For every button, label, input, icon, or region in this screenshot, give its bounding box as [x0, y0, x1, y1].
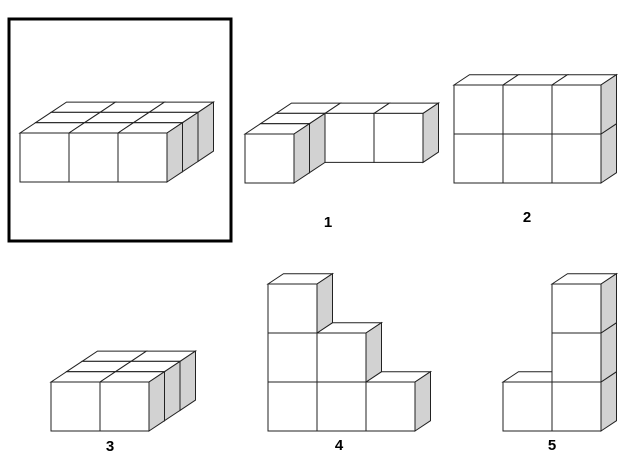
cube-side-face — [148, 370, 165, 432]
option-5-figure[interactable] — [501, 272, 619, 432]
option-4-figure[interactable] — [266, 272, 433, 432]
cube-side-face — [166, 121, 183, 183]
cube-front-face — [453, 133, 504, 184]
cube-front-face — [551, 332, 602, 383]
option-2-label: 2 — [523, 209, 531, 226]
cube-front-face — [551, 133, 602, 184]
cube-side-face — [197, 101, 214, 163]
cube-front-face — [68, 132, 119, 183]
option-3-figure[interactable] — [49, 350, 198, 432]
cube-front-face — [551, 283, 602, 334]
cube-side-face — [414, 370, 431, 432]
cube-side-face — [182, 111, 199, 173]
cube-side-face — [316, 272, 333, 334]
cube-front-face — [244, 133, 295, 184]
cube-side-face — [422, 102, 439, 164]
option-4-label: 4 — [335, 437, 344, 454]
option-1-label: 1 — [324, 214, 332, 231]
option-2-figure[interactable] — [452, 73, 619, 184]
option-5-label: 5 — [548, 437, 556, 454]
cube-front-face — [324, 112, 375, 163]
cube-front-face — [453, 84, 504, 135]
cube-side-face — [309, 112, 326, 174]
cube-front-face — [502, 381, 553, 432]
reference-frame — [7, 17, 233, 243]
cube-side-face — [365, 321, 382, 383]
cube-front-face — [373, 112, 424, 163]
cube-front-face — [551, 84, 602, 135]
cube-front-face — [267, 283, 318, 334]
cube-front-face — [267, 381, 318, 432]
cube-front-face — [99, 381, 150, 432]
reference-figure — [18, 101, 216, 183]
cube-side-face — [179, 350, 196, 412]
cube-side-face — [600, 272, 617, 334]
cube-front-face — [551, 381, 602, 432]
cube-front-face — [502, 133, 553, 184]
cube-front-face — [117, 132, 168, 183]
cube-front-face — [316, 381, 367, 432]
cube-side-face — [293, 122, 310, 184]
option-3-label: 3 — [106, 438, 114, 455]
cube-side-face — [164, 360, 181, 422]
cube-front-face — [365, 381, 416, 432]
cube-front-face — [267, 332, 318, 383]
cube-front-face — [502, 84, 553, 135]
cube-front-face — [316, 332, 367, 383]
cube-front-face — [50, 381, 101, 432]
option-1-figure[interactable] — [243, 102, 441, 184]
cube-side-face — [600, 73, 617, 135]
cube-front-face — [19, 132, 70, 183]
